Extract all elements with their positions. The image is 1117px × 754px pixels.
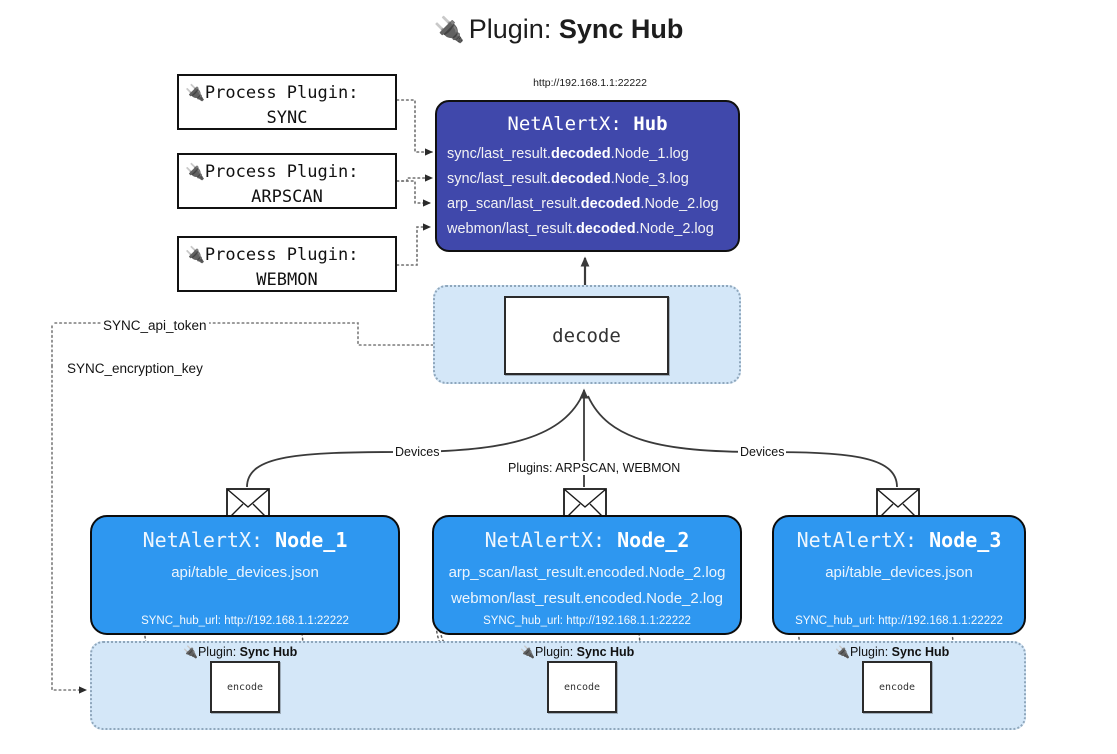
plugin-tag-encode-2: 🔌Plugin: Sync Hub <box>520 645 634 659</box>
node-line: api/table_devices.json <box>171 564 319 581</box>
hub-title: NetAlertX: Hub <box>437 113 738 135</box>
plug-icon: 🔌 <box>185 162 205 181</box>
node-line: arp_scan/last_result.encoded.Node_2.log <box>448 564 726 581</box>
node-title-name: Node_2 <box>617 528 690 552</box>
node-footer: SYNC_hub_url: http://192.168.1.1:22222 <box>141 615 349 627</box>
page-title-lead: Plugin: <box>468 14 552 44</box>
hub-log-line: sync/last_result.decoded.Node_3.log <box>447 171 689 187</box>
process-plugin-line2: SYNC <box>266 107 308 128</box>
page-title: 🔌Plugin: Sync Hub <box>0 14 1117 45</box>
plug-icon: 🔌 <box>185 245 205 264</box>
process-plugin-line1: 🔌Process Plugin: <box>185 162 359 182</box>
edge-label-devices-right: Devices <box>738 445 787 459</box>
node-title: NetAlertX: Node_3 <box>774 528 1024 552</box>
node-title-name: Node_3 <box>929 528 1002 552</box>
edge-sync-to-hub-log1 <box>396 99 433 156</box>
edge-webmon-to-hub-log4 <box>396 223 431 266</box>
process-plugin-line2: WEBMON <box>256 269 318 290</box>
plugin-tag-strong: Sync Hub <box>239 645 298 659</box>
process-plugin-box-arpscan[interactable]: 🔌Process Plugin: ARPSCAN <box>177 153 397 209</box>
page-title-strong: Sync Hub <box>558 14 684 44</box>
node-title: NetAlertX: Node_1 <box>92 528 398 552</box>
plug-icon: 🔌 <box>185 83 205 102</box>
node-title-prefix: NetAlertX: <box>142 528 264 552</box>
hub-title-name: Hub <box>633 113 668 135</box>
hub-node[interactable]: NetAlertX: Hub sync/last_result.decoded.… <box>435 100 740 252</box>
plugin-tag-lead: Plugin: <box>849 645 889 659</box>
edge-arpscan-to-hub-log3 <box>396 180 431 207</box>
node-box-node-2[interactable]: NetAlertX: Node_2 arp_scan/last_result.e… <box>432 515 742 635</box>
process-plugin-box-sync[interactable]: 🔌Process Plugin: SYNC <box>177 74 397 130</box>
plugin-tag-lead: Plugin: <box>197 645 237 659</box>
node-footer: SYNC_hub_url: http://192.168.1.1:22222 <box>483 615 691 627</box>
edge-label-devices-left: Devices <box>393 445 442 459</box>
plugin-tag-strong: Sync Hub <box>576 645 635 659</box>
hub-log-list: sync/last_result.decoded.Node_1.log sync… <box>437 142 738 242</box>
encode-box-node-1[interactable]: encode <box>210 661 280 713</box>
node-title: NetAlertX: Node_2 <box>434 528 740 552</box>
process-plugin-box-webmon[interactable]: 🔌Process Plugin: WEBMON <box>177 236 397 292</box>
hub-log-line: webmon/last_result.decoded.Node_2.log <box>447 221 714 237</box>
process-plugin-line1: 🔌Process Plugin: <box>185 83 359 103</box>
process-plugin-line2: ARPSCAN <box>251 186 323 207</box>
node-box-node-1[interactable]: NetAlertX: Node_1 api/table_devices.json… <box>90 515 400 635</box>
plug-icon: 🔌 <box>520 645 535 659</box>
node-title-name: Node_1 <box>275 528 348 552</box>
node-line-list: arp_scan/last_result.encoded.Node_2.log … <box>434 560 740 612</box>
plugin-tag-lead: Plugin: <box>534 645 574 659</box>
hub-title-prefix: NetAlertX: <box>507 113 622 135</box>
hub-log-line: arp_scan/last_result.decoded.Node_2.log <box>447 196 719 212</box>
node-box-node-3[interactable]: NetAlertX: Node_3 api/table_devices.json… <box>772 515 1026 635</box>
node-footer: SYNC_hub_url: http://192.168.1.1:22222 <box>795 615 1003 627</box>
decode-box[interactable]: decode <box>504 296 669 375</box>
plug-icon: 🔌 <box>433 16 465 44</box>
encode-box-node-3[interactable]: encode <box>862 661 932 713</box>
edge-encryption-key-to-encode-group <box>51 365 87 694</box>
edge-label-encryption-key: SYNC_encryption_key <box>65 361 205 376</box>
plugin-tag-encode-3: 🔌Plugin: Sync Hub <box>835 645 949 659</box>
node-line: webmon/last_result.encoded.Node_2.log <box>451 590 723 607</box>
node-line-list: api/table_devices.json <box>92 560 398 586</box>
encode-box-node-2[interactable]: encode <box>547 661 617 713</box>
hub-log-line: sync/last_result.decoded.Node_1.log <box>447 146 689 162</box>
hub-url-caption: http://192.168.1.1:22222 <box>533 77 647 89</box>
plugin-tag-strong: Sync Hub <box>891 645 950 659</box>
edge-label-plugins-middle: Plugins: ARPSCAN, WEBMON <box>506 461 683 475</box>
process-plugin-line1: 🔌Process Plugin: <box>185 245 359 265</box>
node-line-list: api/table_devices.json <box>774 560 1024 586</box>
edge-arpscan-to-hub-log2 <box>396 174 433 182</box>
plugin-tag-encode-1: 🔌Plugin: Sync Hub <box>183 645 297 659</box>
plug-icon: 🔌 <box>183 645 198 659</box>
node-line: api/table_devices.json <box>825 564 973 581</box>
node-title-prefix: NetAlertX: <box>484 528 606 552</box>
plug-icon: 🔌 <box>835 645 850 659</box>
edge-label-api-token: SYNC_api_token <box>101 318 209 333</box>
node-title-prefix: NetAlertX: <box>796 528 918 552</box>
